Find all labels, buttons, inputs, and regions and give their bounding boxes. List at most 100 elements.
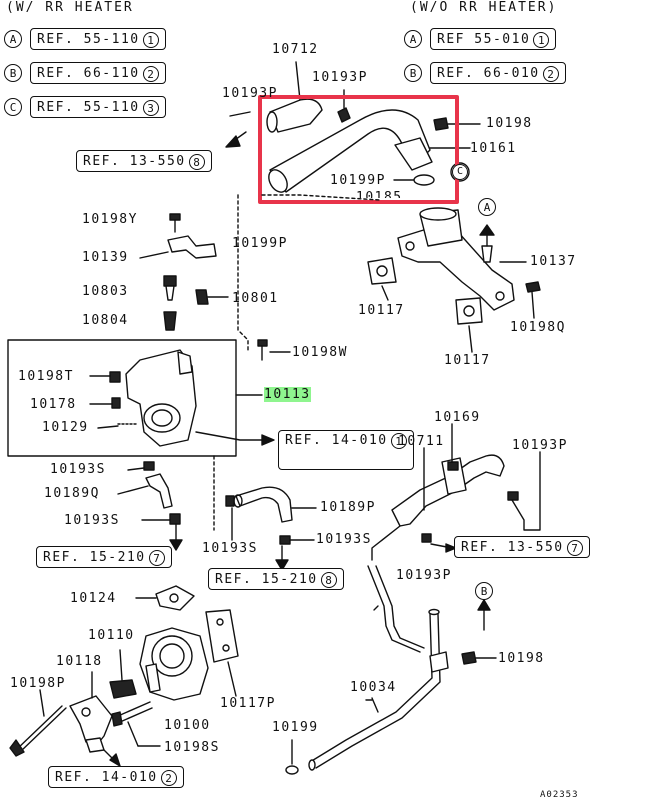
part-10034[interactable]: 10034 [350, 680, 397, 695]
legend-left-letter-c: C [4, 98, 22, 116]
clip-10193s-d [279, 535, 291, 545]
thermostat-10110 [109, 649, 137, 699]
part-10712[interactable]: 10712 [272, 42, 319, 57]
part-10113[interactable]: 10113 [264, 387, 311, 402]
sensor-10801 [195, 289, 229, 305]
diagram-code: A02353 [540, 790, 579, 800]
part-10193p-c[interactable]: 10193P [512, 438, 568, 453]
part-10110[interactable]: 10110 [88, 628, 135, 643]
bolt-10198q [525, 281, 541, 319]
hose-10189p [233, 486, 293, 523]
part-10193s-a[interactable]: 10193S [50, 462, 106, 477]
part-10199p-a[interactable]: 10199P [330, 173, 386, 188]
part-10193p-d[interactable]: 10193P [396, 568, 452, 583]
callout-a: A [478, 198, 496, 216]
part-10161[interactable]: 10161 [470, 141, 517, 156]
part-10100[interactable]: 10100 [164, 718, 211, 733]
part-10199p-b[interactable]: 10199P [232, 236, 288, 251]
part-10711[interactable]: 10711 [398, 434, 445, 449]
part-10189p[interactable]: 10189P [320, 500, 376, 515]
part-10118[interactable]: 10118 [56, 654, 103, 669]
part-10198y[interactable]: 10198Y [82, 212, 138, 227]
oring-10199-b [285, 739, 299, 775]
legend-right-letter-b: B [404, 64, 422, 82]
clip-10193s-a [143, 461, 155, 471]
bolt-10198p [9, 705, 67, 757]
part-10117p[interactable]: 10117P [220, 696, 276, 711]
pipe-10161-drawing [268, 109, 471, 193]
part-10189q[interactable]: 10189Q [44, 486, 100, 501]
header-without-rr-heater: (W/O RR HEATER) [410, 0, 558, 15]
pipe-10711 [391, 454, 505, 527]
sensor-10804 [163, 311, 177, 331]
manifold-10137 [397, 207, 515, 311]
callout-c: C [452, 164, 468, 180]
gasket-10117-a [367, 257, 397, 285]
part-10117-a[interactable]: 10117 [358, 303, 405, 318]
part-10117-b[interactable]: 10117 [444, 353, 491, 368]
clip-10193p-d [421, 533, 432, 543]
part-10803[interactable]: 10803 [82, 284, 129, 299]
bolt-10198y [169, 213, 181, 233]
legend-left-letter-b: B [4, 64, 22, 82]
bolt-10198-top [433, 117, 481, 131]
clip-10193p-c [507, 491, 519, 501]
part-10193p-a[interactable]: 10193P [312, 70, 368, 85]
part-10193s-d[interactable]: 10193S [202, 541, 258, 556]
part-10193s-c[interactable]: 10193S [316, 532, 372, 547]
gasket-10117-b [455, 297, 483, 325]
part-10193s-b[interactable]: 10193S [64, 513, 120, 528]
gasket-10117p [205, 609, 239, 663]
part-10185[interactable]: 10185 [356, 190, 403, 198]
clip-10193p-top [337, 89, 351, 123]
gasket-10124 [155, 585, 195, 611]
callout-b: B [475, 582, 493, 600]
legend-left-letter-a: A [4, 30, 22, 48]
oring-10199p [393, 174, 435, 186]
bolt-10198-b [461, 651, 497, 665]
part-10137[interactable]: 10137 [530, 254, 577, 269]
housing-box [7, 339, 237, 457]
part-10199[interactable]: 10199 [272, 720, 319, 735]
housing-10113 [109, 349, 197, 447]
part-10198w[interactable]: 10198W [292, 345, 348, 360]
header-with-rr-heater: (W/ RR HEATER [6, 0, 134, 15]
hose-10189q [145, 473, 173, 509]
hose-10712-drawing [266, 61, 323, 133]
clip-10193s-b [169, 513, 181, 525]
part-10198s[interactable]: 10198S [164, 740, 220, 755]
clip-10193s-c [225, 495, 235, 507]
part-10178[interactable]: 10178 [30, 397, 77, 412]
part-10124[interactable]: 10124 [70, 591, 117, 606]
part-10129[interactable]: 10129 [42, 420, 89, 435]
part-10804[interactable]: 10804 [82, 313, 129, 328]
part-10139[interactable]: 10139 [82, 250, 129, 265]
part-10198-a[interactable]: 10198 [486, 116, 533, 131]
legend-right-letter-a: A [404, 30, 422, 48]
sensor-10803 [163, 275, 177, 301]
part-10198p[interactable]: 10198P [10, 676, 66, 691]
part-10169[interactable]: 10169 [434, 410, 481, 425]
part-10193p-b[interactable]: 10193P [222, 86, 278, 101]
highlight-box [258, 95, 459, 204]
bolt-10198w [257, 339, 291, 361]
part-10198q[interactable]: 10198Q [510, 320, 566, 335]
part-10198t[interactable]: 10198T [18, 369, 74, 384]
throttle-body-10100 [139, 627, 209, 701]
bolt-10198s [111, 701, 153, 727]
part-10198-b[interactable]: 10198 [498, 651, 545, 666]
part-10801[interactable]: 10801 [232, 291, 279, 306]
